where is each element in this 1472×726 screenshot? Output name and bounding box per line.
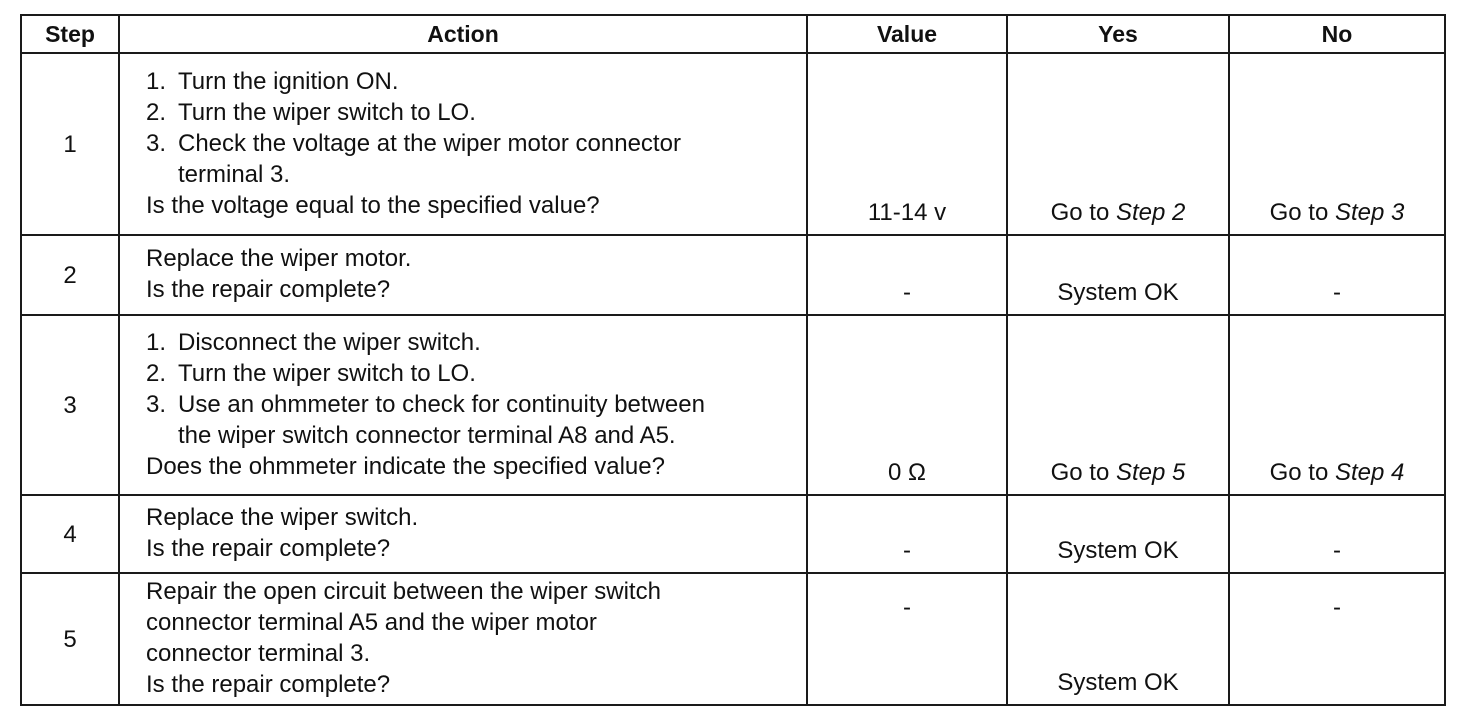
action-question: Does the ohmmeter indicate the specified…: [146, 452, 665, 480]
header-step: Step: [20, 14, 120, 54]
value-cell: 0 Ω: [806, 314, 1008, 496]
action-step: 1.Turn the ignition ON.: [146, 67, 399, 95]
value-cell: 11-14 v: [806, 52, 1008, 236]
action-step: 3.Check the voltage at the wiper motor c…: [146, 129, 681, 157]
yes-cell: System OK: [1006, 234, 1230, 316]
table-row: 3 1.Disconnect the wiper switch. 2.Turn …: [20, 314, 1446, 496]
no-cell: Go to Step 3: [1228, 52, 1446, 236]
action-line: connector terminal A5 and the wiper moto…: [146, 609, 597, 636]
table-row: 1 1.Turn the ignition ON. 2.Turn the wip…: [20, 52, 1446, 236]
action-line: Repair the open circuit between the wipe…: [146, 578, 661, 605]
action-question: Is the repair complete?: [146, 535, 391, 562]
action-step: 1.Disconnect the wiper switch.: [146, 328, 481, 356]
step-number: 3: [20, 314, 120, 496]
diagnostic-table: Step Action Value Yes No 1 1.Turn the ig…: [20, 14, 1446, 706]
table-row: 4 Replace the wiper switch. Is the repai…: [20, 494, 1446, 574]
action-line: connector terminal 3.: [146, 640, 371, 667]
step-number: 1: [20, 52, 120, 236]
header-value: Value: [806, 14, 1008, 54]
header-action: Action: [118, 14, 808, 54]
action-step: 2.Turn the wiper switch to LO.: [146, 98, 476, 126]
action-step: 3.Use an ohmmeter to check for continuit…: [146, 390, 705, 418]
action-cell: 1.Disconnect the wiper switch. 2.Turn th…: [118, 314, 808, 496]
action-step-continuation: terminal 3.: [178, 160, 291, 188]
header-row: Step Action Value Yes No: [20, 14, 1446, 54]
action-cell: Replace the wiper switch. Is the repair …: [118, 494, 808, 574]
action-question: Is the repair complete?: [146, 276, 391, 303]
step-number: 5: [20, 572, 120, 706]
yes-cell: Go to Step 2: [1006, 52, 1230, 236]
yes-cell: System OK: [1006, 494, 1230, 574]
action-line: Replace the wiper switch.: [146, 504, 419, 531]
action-question: Is the voltage equal to the specified va…: [146, 191, 600, 219]
header-no: No: [1228, 14, 1446, 54]
no-cell: -: [1228, 494, 1446, 574]
value-cell: -: [806, 494, 1008, 574]
action-question: Is the repair complete?: [146, 671, 391, 698]
step-number: 2: [20, 234, 120, 316]
table-row: 2 Replace the wiper motor. Is the repair…: [20, 234, 1446, 316]
header-yes: Yes: [1006, 14, 1230, 54]
no-cell: -: [1228, 234, 1446, 316]
value-cell: -: [806, 234, 1008, 316]
value-cell: -: [806, 572, 1008, 706]
yes-cell: Go to Step 5: [1006, 314, 1230, 496]
no-cell: -: [1228, 572, 1446, 706]
action-cell: Replace the wiper motor. Is the repair c…: [118, 234, 808, 316]
action-step: 2.Turn the wiper switch to LO.: [146, 359, 476, 387]
no-cell: Go to Step 4: [1228, 314, 1446, 496]
table-row: 5 Repair the open circuit between the wi…: [20, 572, 1446, 706]
yes-cell: System OK: [1006, 572, 1230, 706]
action-line: Replace the wiper motor.: [146, 245, 412, 272]
action-step-continuation: the wiper switch connector terminal A8 a…: [178, 421, 676, 449]
step-number: 4: [20, 494, 120, 574]
action-cell: Repair the open circuit between the wipe…: [118, 572, 808, 706]
action-cell: 1.Turn the ignition ON. 2.Turn the wiper…: [118, 52, 808, 236]
